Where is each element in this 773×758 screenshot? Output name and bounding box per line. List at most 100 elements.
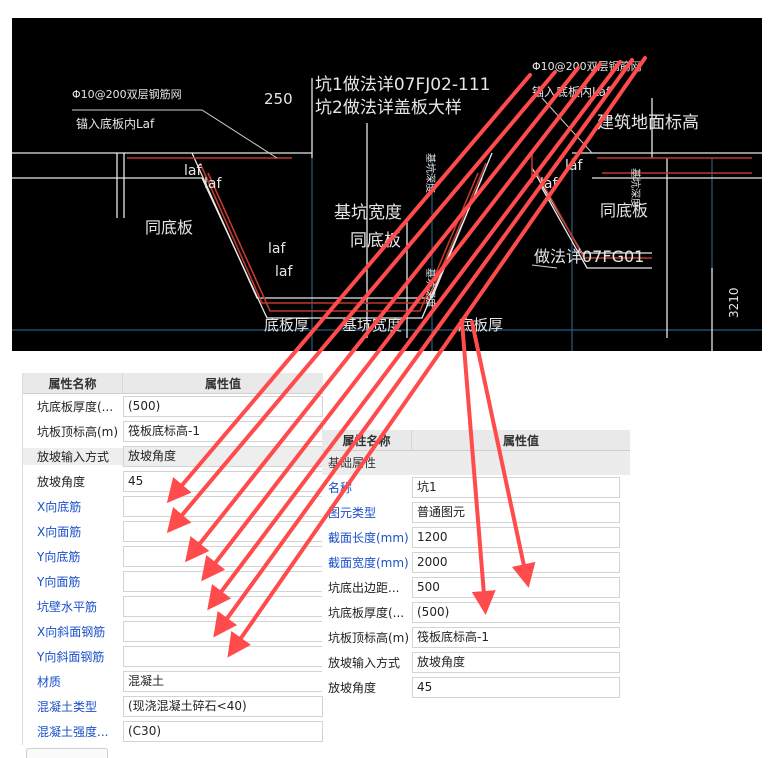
header-property-value: 属性值 — [502, 434, 539, 448]
property-label: 混凝土强度... — [37, 725, 109, 739]
property-row[interactable]: X向面筋 — [23, 519, 323, 544]
property-value-field[interactable] — [123, 596, 323, 617]
cad-note-pit2: 坑2做法详盖板大样 — [315, 98, 462, 118]
property-value-field[interactable]: (500) — [412, 602, 620, 623]
property-label: 坑底板厚度(... — [328, 606, 405, 620]
cad-note-pit1: 坑1做法详07FJ02-111 — [315, 75, 490, 95]
property-row[interactable]: Y向面筋 — [23, 569, 323, 594]
header-property-name: 属性名称 — [23, 373, 123, 393]
cad-drawing-canvas[interactable]: 3210 Φ10@200双层钢筋网 锚入底板内Laf 250 坑1做法详07FJ… — [12, 18, 762, 351]
cad-note-rebar-mesh-right: Φ10@200双层钢筋网 — [532, 59, 642, 73]
property-row[interactable]: 图元类型 普通图元 — [322, 500, 630, 525]
cad-pit-width-bottom: 基坑宽度 — [342, 316, 402, 334]
property-label: X向面筋 — [37, 525, 82, 539]
property-label: 坑壁水平筋 — [37, 600, 98, 614]
property-label: 截面宽度(mm) — [328, 556, 409, 570]
cad-note-anchor-right: 锚入底板内Laf — [532, 84, 611, 99]
property-row[interactable]: 坑底出边距... 500 — [322, 575, 630, 600]
group-basic-properties[interactable]: 基础属性 — [322, 451, 630, 475]
property-value-field[interactable]: (C30) — [123, 721, 323, 742]
property-value-field[interactable] — [123, 571, 323, 592]
property-row[interactable]: 材质 混凝土 — [23, 669, 323, 694]
property-label: Y向面筋 — [37, 575, 81, 589]
property-value-field[interactable]: 筏板底标高-1 — [123, 421, 323, 442]
cad-dimension-250: 250 — [264, 90, 293, 108]
property-row[interactable]: 混凝土强度... (C30) — [23, 719, 323, 744]
property-value-field[interactable]: 放坡角度 — [123, 446, 323, 467]
property-value-field[interactable] — [123, 521, 323, 542]
property-label: 图元类型 — [328, 506, 377, 520]
cad-laf-1: laf — [184, 163, 202, 179]
cad-laf-2: laf — [204, 176, 222, 192]
property-value-field[interactable] — [123, 646, 323, 667]
property-row[interactable]: Y向斜面钢筋 — [23, 644, 323, 669]
property-value-field[interactable]: 45 — [123, 471, 323, 492]
cad-pit-depth-2: 基坑深度 — [424, 268, 437, 308]
cad-slab-thickness-left: 底板厚 — [264, 316, 309, 334]
property-row[interactable]: 混凝土类型 (现浇混凝土碎石<40) — [23, 694, 323, 719]
property-row[interactable]: 放坡输入方式放坡角度 — [23, 444, 323, 469]
property-value-field[interactable]: 2000 — [412, 552, 620, 573]
cad-laf-4: laf — [275, 264, 293, 280]
property-label: 材质 — [37, 675, 62, 689]
cad-pit-depth-1: 基坑深度 — [424, 153, 437, 193]
property-value-field[interactable]: 放坡角度 — [412, 652, 620, 673]
property-value-field[interactable]: (500) — [123, 396, 323, 417]
property-row[interactable]: X向底筋 — [23, 494, 323, 519]
cad-laf-3: laf — [268, 241, 286, 257]
cad-drawing: 3210 Φ10@200双层钢筋网 锚入底板内Laf 250 坑1做法详07FJ… — [12, 59, 762, 351]
cad-same-slab-left: 同底板 — [145, 218, 193, 237]
header-property-value: 属性值 — [204, 377, 241, 391]
property-value-field[interactable]: (现浇混凝土碎石<40) — [123, 696, 323, 717]
header-property-name: 属性名称 — [322, 430, 412, 450]
property-label: 放坡角度 — [328, 681, 377, 695]
property-value-field[interactable]: 普通图元 — [412, 502, 620, 523]
property-label: 放坡输入方式 — [328, 656, 401, 670]
property-value-field[interactable]: 混凝土 — [123, 671, 323, 692]
property-row[interactable]: 放坡角度 45 — [23, 469, 323, 494]
property-row[interactable]: 坑板顶标高(m)筏板底标高-1 — [322, 625, 630, 650]
property-label: 混凝土类型 — [37, 700, 98, 714]
property-label: 坑底板厚度(... — [37, 400, 114, 414]
property-value-field[interactable]: 1200 — [412, 527, 620, 548]
cad-pit-depth-3: 基坑深度 — [629, 168, 642, 208]
property-label: X向底筋 — [37, 500, 82, 514]
property-label: 坑板顶标高(m) — [37, 425, 119, 439]
cad-slab-thickness-right: 底板厚 — [458, 316, 503, 334]
panel-tab[interactable] — [26, 748, 108, 758]
cad-same-slab-mid: 同底板 — [350, 231, 401, 251]
property-row[interactable]: 坑底板厚度(... (500) — [322, 600, 630, 625]
property-label: X向斜面钢筋 — [37, 625, 106, 639]
property-row[interactable]: 名称 坑1 — [322, 475, 630, 500]
cad-note-floor-elevation: 建筑地面标高 — [597, 113, 699, 133]
property-value-field[interactable]: 500 — [412, 577, 620, 598]
property-grid-header: 属性名称 属性值 — [23, 373, 323, 394]
property-row[interactable]: 坑壁水平筋 — [23, 594, 323, 619]
property-row[interactable]: 坑板顶标高(m) 筏板底标高-1 — [23, 419, 323, 444]
cad-laf-5: laf — [565, 158, 583, 174]
property-value-field[interactable] — [123, 546, 323, 567]
property-label: 坑底出边距... — [328, 581, 400, 595]
property-label: 放坡输入方式 — [23, 448, 123, 465]
property-label: 截面长度(mm) — [328, 531, 409, 545]
property-row[interactable]: 截面长度(mm)1200 — [322, 525, 630, 550]
property-label: Y向底筋 — [37, 550, 81, 564]
property-value-field[interactable]: 筏板底标高-1 — [412, 627, 620, 648]
property-value-field[interactable] — [123, 496, 323, 517]
property-value-field[interactable]: 45 — [412, 677, 620, 698]
property-row[interactable]: 放坡角度 45 — [322, 675, 630, 700]
cad-note-detail: 做法详07FG01 — [534, 247, 644, 266]
property-row[interactable]: 截面宽度(mm)2000 — [322, 550, 630, 575]
property-row[interactable]: 放坡输入方式放坡角度 — [322, 650, 630, 675]
property-label: 放坡角度 — [37, 475, 86, 489]
property-row[interactable]: 坑底板厚度(... (500) — [23, 394, 323, 419]
property-label: 名称 — [328, 481, 353, 495]
property-row[interactable]: Y向底筋 — [23, 544, 323, 569]
property-row[interactable]: X向斜面钢筋 — [23, 619, 323, 644]
property-value-field[interactable] — [123, 621, 323, 642]
property-value-field[interactable]: 坑1 — [412, 477, 620, 498]
